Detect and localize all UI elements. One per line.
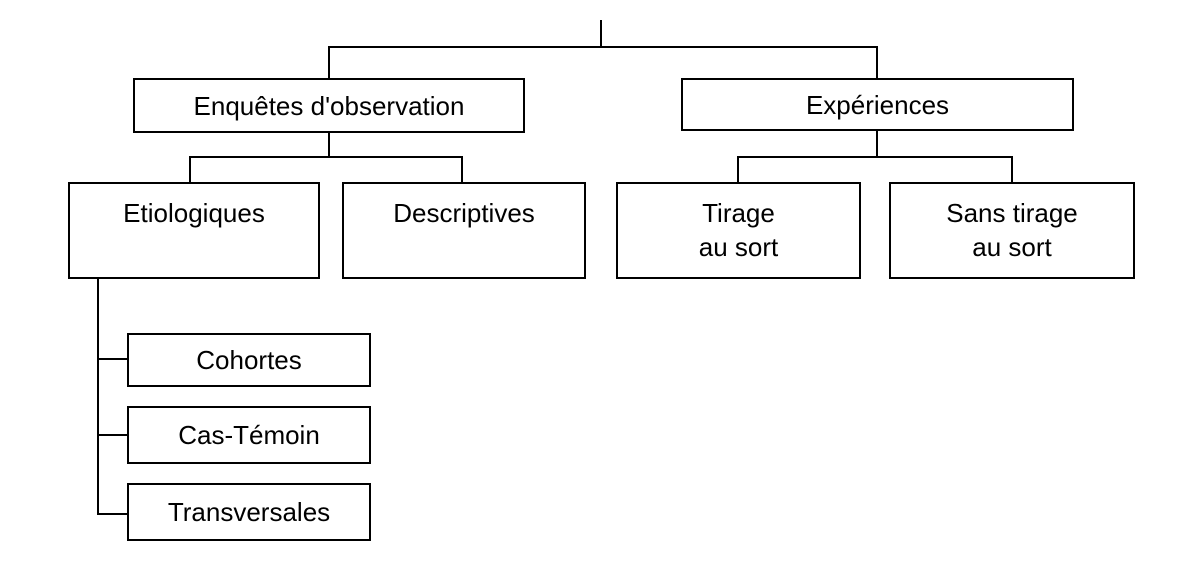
node-enquetes-label: Enquêtes d'observation bbox=[193, 90, 465, 121]
node-etiologiques-label: Etiologiques bbox=[123, 198, 265, 228]
node-tirage-line1: Tirage bbox=[702, 198, 775, 228]
node-enquetes-observation: Enquêtes d'observation bbox=[133, 78, 525, 133]
node-tirage-line2: au sort bbox=[698, 232, 779, 262]
node-sans-tirage-au-sort: Sans tirage au sort bbox=[889, 182, 1135, 279]
node-etiologiques: Etiologiques bbox=[68, 182, 320, 279]
node-transversales-label: Transversales bbox=[167, 497, 331, 527]
node-descriptives-label: Descriptives bbox=[393, 198, 535, 228]
node-experiences-label: Expériences bbox=[805, 89, 950, 120]
node-tirage-au-sort: Tirage au sort bbox=[616, 182, 861, 279]
node-cas-temoin-label: Cas-Témoin bbox=[178, 420, 320, 450]
node-descriptives: Descriptives bbox=[342, 182, 586, 279]
node-sans-tirage-line2: au sort bbox=[972, 232, 1052, 262]
node-cohortes-label: Cohortes bbox=[196, 345, 302, 375]
node-experiences: Expériences bbox=[681, 78, 1074, 131]
node-transversales: Transversales bbox=[127, 483, 371, 541]
node-cohortes: Cohortes bbox=[127, 333, 371, 387]
node-cas-temoin: Cas-Témoin bbox=[127, 406, 371, 464]
node-sans-tirage-line1: Sans tirage bbox=[946, 198, 1078, 228]
